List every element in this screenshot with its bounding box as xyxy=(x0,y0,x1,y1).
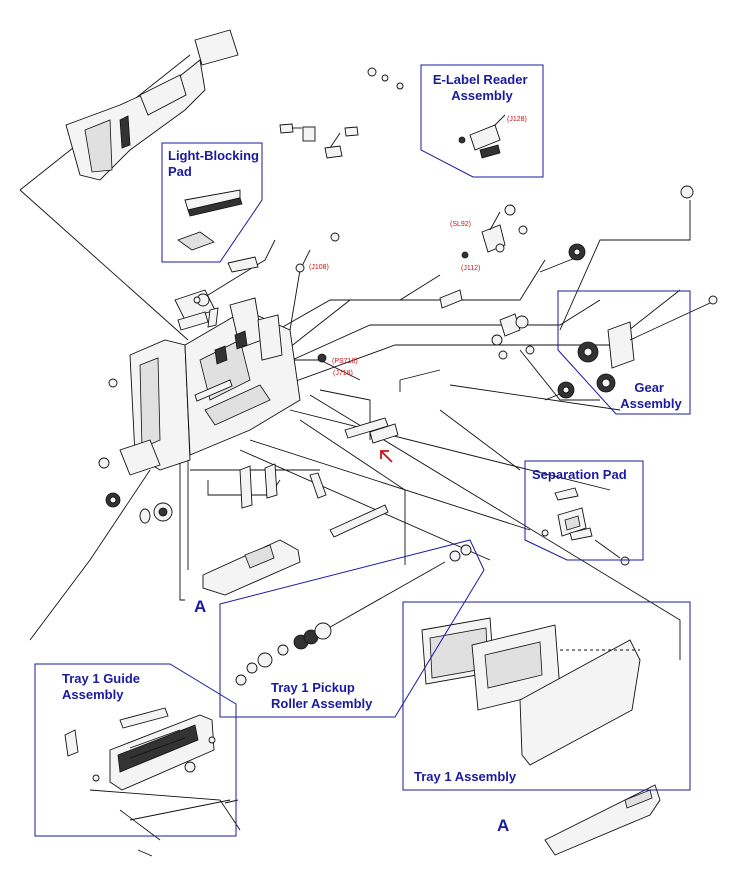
tray1-pickup-roller-title: Tray 1 Pickup Roller Assembly xyxy=(271,680,373,711)
solenoid-parts xyxy=(177,204,528,331)
tray1-guide-assembly-parts xyxy=(64,707,239,857)
small-hardware xyxy=(98,378,389,538)
top-left-bracket-assembly xyxy=(65,29,239,181)
light-blocking-pad-title: Light-Blocking Pad xyxy=(168,148,263,179)
lower-frame-parts xyxy=(202,539,301,596)
connector-label-ps718: (PS718) xyxy=(332,358,358,365)
connector-label-sl92: (SL92) xyxy=(450,221,471,228)
connector-label-j718: (J718) xyxy=(333,370,353,377)
marker-a-left: A xyxy=(194,597,206,616)
e-label-reader-parts xyxy=(458,114,506,159)
tray1-pickup-roller-parts xyxy=(235,544,472,686)
tray1-assembly-title: Tray 1 Assembly xyxy=(414,769,517,784)
callout-boxes xyxy=(34,64,691,837)
gear-assembly-title: Gear Assembly xyxy=(620,380,682,411)
main-frame-assembly xyxy=(119,289,301,476)
connector-label-j112: (J112) xyxy=(461,265,480,272)
gear-shaft-parts xyxy=(317,185,694,444)
separation-pad-title: Separation Pad xyxy=(532,467,627,482)
light-blocking-pad-parts xyxy=(177,189,259,273)
center-top-parts xyxy=(279,67,404,159)
connector-label-j108: (J108) xyxy=(309,264,329,271)
tray1-guide-assembly-title: Tray 1 Guide Assembly xyxy=(62,671,144,702)
red-arrow-icon xyxy=(380,450,393,463)
marker-a-right: A xyxy=(497,816,509,835)
e-label-reader-title: E-Label Reader Assembly xyxy=(433,72,531,103)
tray1-assembly-parts xyxy=(421,617,661,856)
gear-assembly-parts xyxy=(577,295,718,393)
connector-label-j128: (J128) xyxy=(507,116,527,123)
separation-pad-parts xyxy=(541,487,630,566)
